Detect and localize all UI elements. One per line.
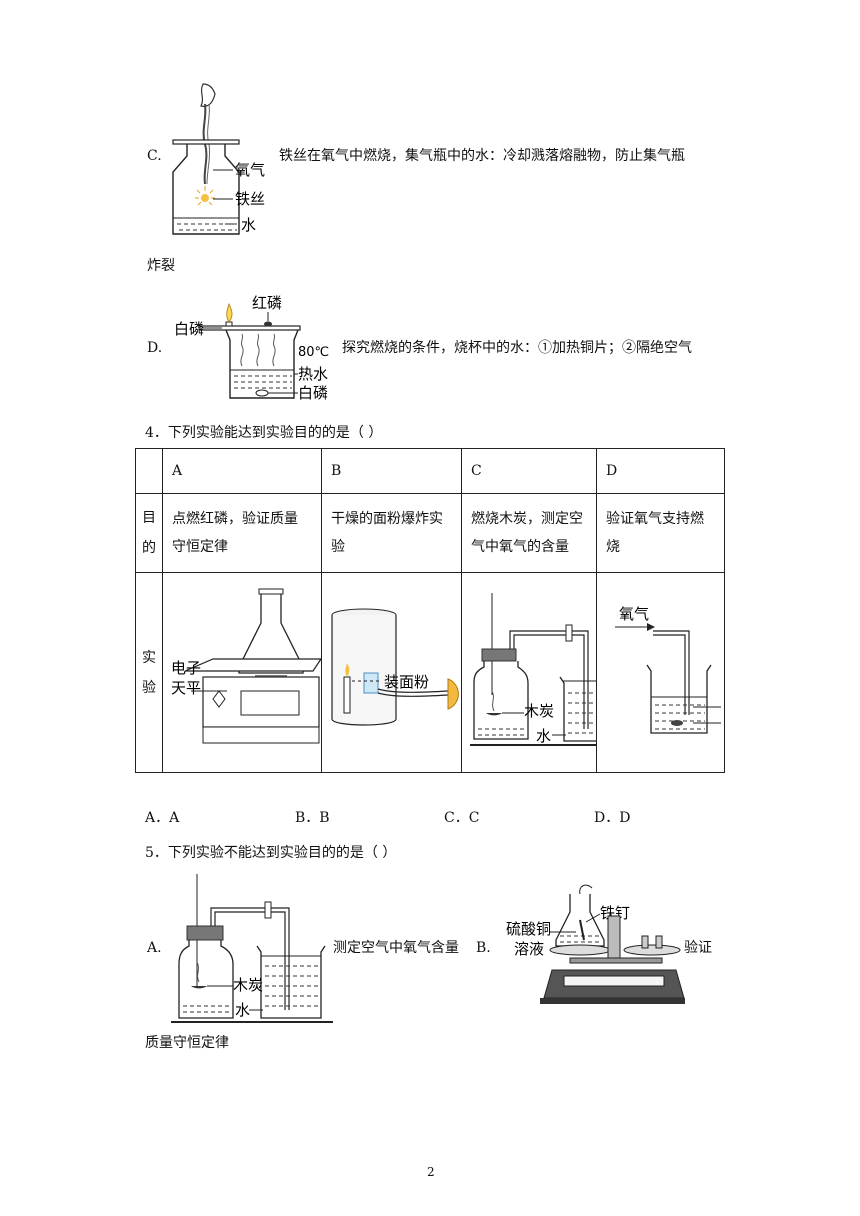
q5b-label-cuso4-2: 溶液 [514, 940, 544, 958]
q4c-label-water: 水 [536, 727, 551, 745]
q4b-label-flour: 装面粉 [384, 673, 429, 691]
q4-option-d[interactable]: D．D [594, 810, 631, 826]
q3c-label-oxygen: 氧气 [235, 161, 265, 179]
q5-option-b-label: B. [476, 940, 491, 956]
q4-header-a: A [162, 448, 322, 494]
q4d-label-oxygen: 氧气 [619, 605, 649, 623]
q5-option-a-label: A. [147, 940, 162, 956]
q3d-text: 探究燃烧的条件，烧杯中的水：①加热铜片；②隔绝空气 [342, 340, 692, 356]
q4-header-row: A B C D [135, 448, 725, 494]
q4-purpose-c: 燃烧木炭，测定空气中氧气的含量 [461, 493, 597, 573]
q3d-label-red-phosphorus: 红磷 [252, 294, 282, 312]
q4-experiment-row: 实验 电子 天平 [135, 572, 725, 773]
q4-purpose-label-2: 的 [142, 540, 156, 556]
q4-header-d: D [596, 448, 725, 494]
q3d-label-white-phosphorus-top: 白磷 [174, 320, 204, 338]
q4-purpose-c-line1: 燃烧木炭，测定空 [471, 511, 583, 527]
q4-experiment-label-2: 验 [142, 679, 156, 696]
q4-purpose-a: 点燃红磷，验证质量守恒定律 [162, 493, 322, 573]
q4-purpose-b-line2: 验 [331, 539, 345, 555]
q4-figure-a-balance: 电子 天平 [171, 588, 323, 744]
q4a-label-balance-2: 天平 [171, 679, 201, 697]
q5-option-b-text: 验证 [684, 940, 712, 956]
q4-purpose-d-line1: 验证氧气支持燃 [606, 511, 704, 527]
q4-experiment-label-1: 实 [142, 649, 156, 666]
q4-figure-d-oxygen-supports-combustion: 氧气 [615, 605, 721, 734]
q4-figure-b-flour-explosion: 装面粉 [331, 608, 459, 726]
q4a-label-balance-1: 电子 [171, 659, 201, 677]
q3c-iron-wire-figure: 氧气 铁丝 水 [172, 83, 265, 235]
q4-purpose-d: 验证氧气支持燃烧 [596, 493, 725, 573]
q4-experiment-d: 氧气 [596, 572, 725, 773]
q4-purpose-a-line2: 守恒定律 [172, 539, 228, 555]
q4-header-c: C [461, 448, 597, 494]
q4-header-empty-cell [135, 448, 163, 494]
page-number: 2 [427, 1165, 435, 1179]
q5-option-a-text: 测定空气中氧气含量 [333, 940, 459, 956]
q3c-text-line1: 铁丝在氧气中燃烧，集气瓶中的水：冷却溅落熔融物，防止集气瓶 [279, 148, 685, 164]
q3d-combustion-conditions-figure: 红磷 白磷 80℃ 热水 白磷 [174, 294, 329, 402]
q5a-label-water: 水 [235, 1001, 250, 1019]
q4c-label-charcoal: 木炭 [524, 702, 554, 720]
q3c-label-water: 水 [241, 216, 256, 234]
q3d-option-label: D. [147, 340, 163, 356]
q4-experiment-label-cell: 实验 [135, 572, 163, 773]
q5-stem: 5．下列实验不能达到实验目的的是（ ） [145, 845, 397, 861]
q4-purpose-b-line1: 干燥的面粉爆炸实 [331, 511, 443, 527]
q3c-text-line2: 炸裂 [147, 258, 175, 274]
q4-experiment-a: 电子 天平 [162, 572, 323, 773]
q3d-label-temperature: 80℃ [298, 345, 329, 360]
q5a-charcoal-oxygen-figure: 木炭 水 [171, 874, 333, 1023]
q4-option-c[interactable]: C．C [444, 810, 480, 826]
q4-purpose-b: 干燥的面粉爆炸实验 [321, 493, 462, 573]
q4-stem: 4．下列实验能达到实验目的的是（ ） [145, 425, 383, 441]
q4-purpose-c-line2: 气中氧气的含量 [471, 539, 569, 555]
q3c-label-iron-wire: 铁丝 [235, 190, 265, 208]
q3c-option-label: C. [147, 148, 162, 164]
q4-table: A B C D 目的 点燃红磷，验证质量守恒定律 干燥的面粉爆炸实验 燃烧木炭，… [135, 448, 725, 773]
q3d-label-white-phosphorus-bottom: 白磷 [298, 384, 328, 402]
q5b-balance-figure: 铁钉 硫酸铜 溶液 [506, 884, 685, 1004]
q4-purpose-label-1: 目 [142, 510, 156, 526]
q4-purpose-row: 目的 点燃红磷，验证质量守恒定律 干燥的面粉爆炸实验 燃烧木炭，测定空气中氧气的… [135, 493, 725, 573]
q5a-label-charcoal: 木炭 [233, 976, 263, 994]
q4-figure-c-charcoal-oxygen: 木炭 水 [470, 593, 596, 746]
q4-purpose-label-cell: 目的 [135, 493, 163, 573]
q4-option-b[interactable]: B．B [295, 810, 330, 826]
q4-header-b: B [321, 448, 462, 494]
q5-option-b-text-continued: 质量守恒定律 [145, 1035, 229, 1051]
q4-purpose-a-line1: 点燃红磷，验证质量 [172, 511, 298, 527]
q3d-label-hot-water: 热水 [298, 365, 328, 383]
q4-option-a[interactable]: A．A [145, 810, 180, 826]
q5b-label-cuso4-1: 硫酸铜 [506, 920, 551, 938]
q4-experiment-c: 木炭 水 [461, 572, 597, 773]
q4-experiment-b: 装面粉 [321, 572, 462, 773]
q4-purpose-d-line2: 烧 [606, 539, 620, 555]
